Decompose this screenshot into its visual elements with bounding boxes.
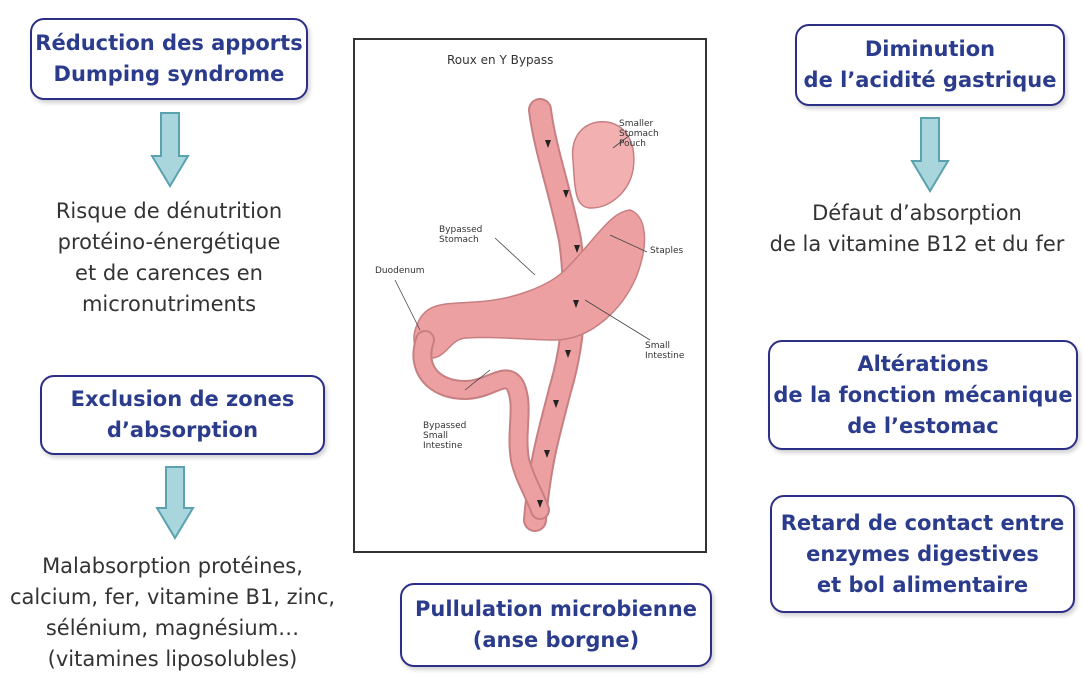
text-line: calcium, fer, vitamine B1, zinc,	[0, 582, 345, 613]
down-arrow-icon	[910, 117, 950, 193]
box-line: Diminution	[804, 34, 1057, 65]
text-line: micronutriments	[10, 289, 328, 320]
text-line: et de carences en	[10, 258, 328, 289]
box-line: Retard de contact entre	[781, 508, 1065, 539]
box-line: Dumping syndrome	[35, 59, 302, 90]
box-diminution-acidite: Diminution de l’acidité gastrique	[795, 24, 1065, 106]
box-reduction-apports: Réduction des apports Dumping syndrome	[30, 18, 308, 100]
box-alterations-fonction: Altérations de la fonction mécanique de …	[768, 340, 1078, 450]
box-line: d’absorption	[71, 415, 295, 446]
label-bypassed-small-intestine: Bypassed Small Intestine	[423, 421, 469, 451]
label-bypassed-stomach: Bypassed Stomach	[439, 225, 485, 245]
text-line: sélénium, magnésium…	[0, 613, 345, 644]
box-line: (anse borgne)	[415, 625, 697, 656]
text-line: (vitamines liposolubles)	[0, 644, 345, 675]
label-pouch: Smaller Stomach Pouch	[619, 119, 662, 149]
box-line: de l’estomac	[773, 411, 1072, 442]
text-line: Défaut d’absorption	[750, 198, 1084, 229]
text-line: protéino-énergétique	[10, 227, 328, 258]
box-line: de la fonction mécanique	[773, 380, 1072, 411]
box-pullulation-microbienne: Pullulation microbienne (anse borgne)	[400, 583, 712, 667]
box-exclusion-zones: Exclusion de zones d’absorption	[40, 375, 325, 455]
label-duodenum: Duodenum	[375, 266, 425, 276]
label-small-intestine: Small Intestine	[645, 341, 685, 361]
label-staples: Staples	[650, 246, 684, 256]
text-line: Malabsorption protéines,	[0, 551, 345, 582]
down-arrow-icon	[155, 466, 195, 540]
box-retard-contact: Retard de contact entre enzymes digestiv…	[770, 495, 1075, 613]
box-line: et bol alimentaire	[781, 570, 1065, 601]
box-line: Altérations	[773, 349, 1072, 380]
malabsorption-text: Malabsorption protéines, calcium, fer, v…	[0, 551, 345, 675]
box-line: Pullulation microbienne	[415, 594, 697, 625]
risque-denutrition-text: Risque de dénutrition protéino-énergétiq…	[10, 196, 328, 320]
text-line: de la vitamine B12 et du fer	[750, 229, 1084, 260]
box-line: de l’acidité gastrique	[804, 65, 1057, 96]
illustration-title: Roux en Y Bypass	[447, 53, 553, 67]
down-arrow-icon	[150, 112, 190, 188]
text-line: Risque de dénutrition	[10, 196, 328, 227]
defaut-absorption-text: Défaut d’absorption de la vitamine B12 e…	[750, 198, 1084, 260]
box-line: Réduction des apports	[35, 28, 302, 59]
box-line: enzymes digestives	[781, 539, 1065, 570]
box-line: Exclusion de zones	[71, 384, 295, 415]
roux-en-y-illustration: Roux en Y Bypass	[353, 38, 707, 553]
